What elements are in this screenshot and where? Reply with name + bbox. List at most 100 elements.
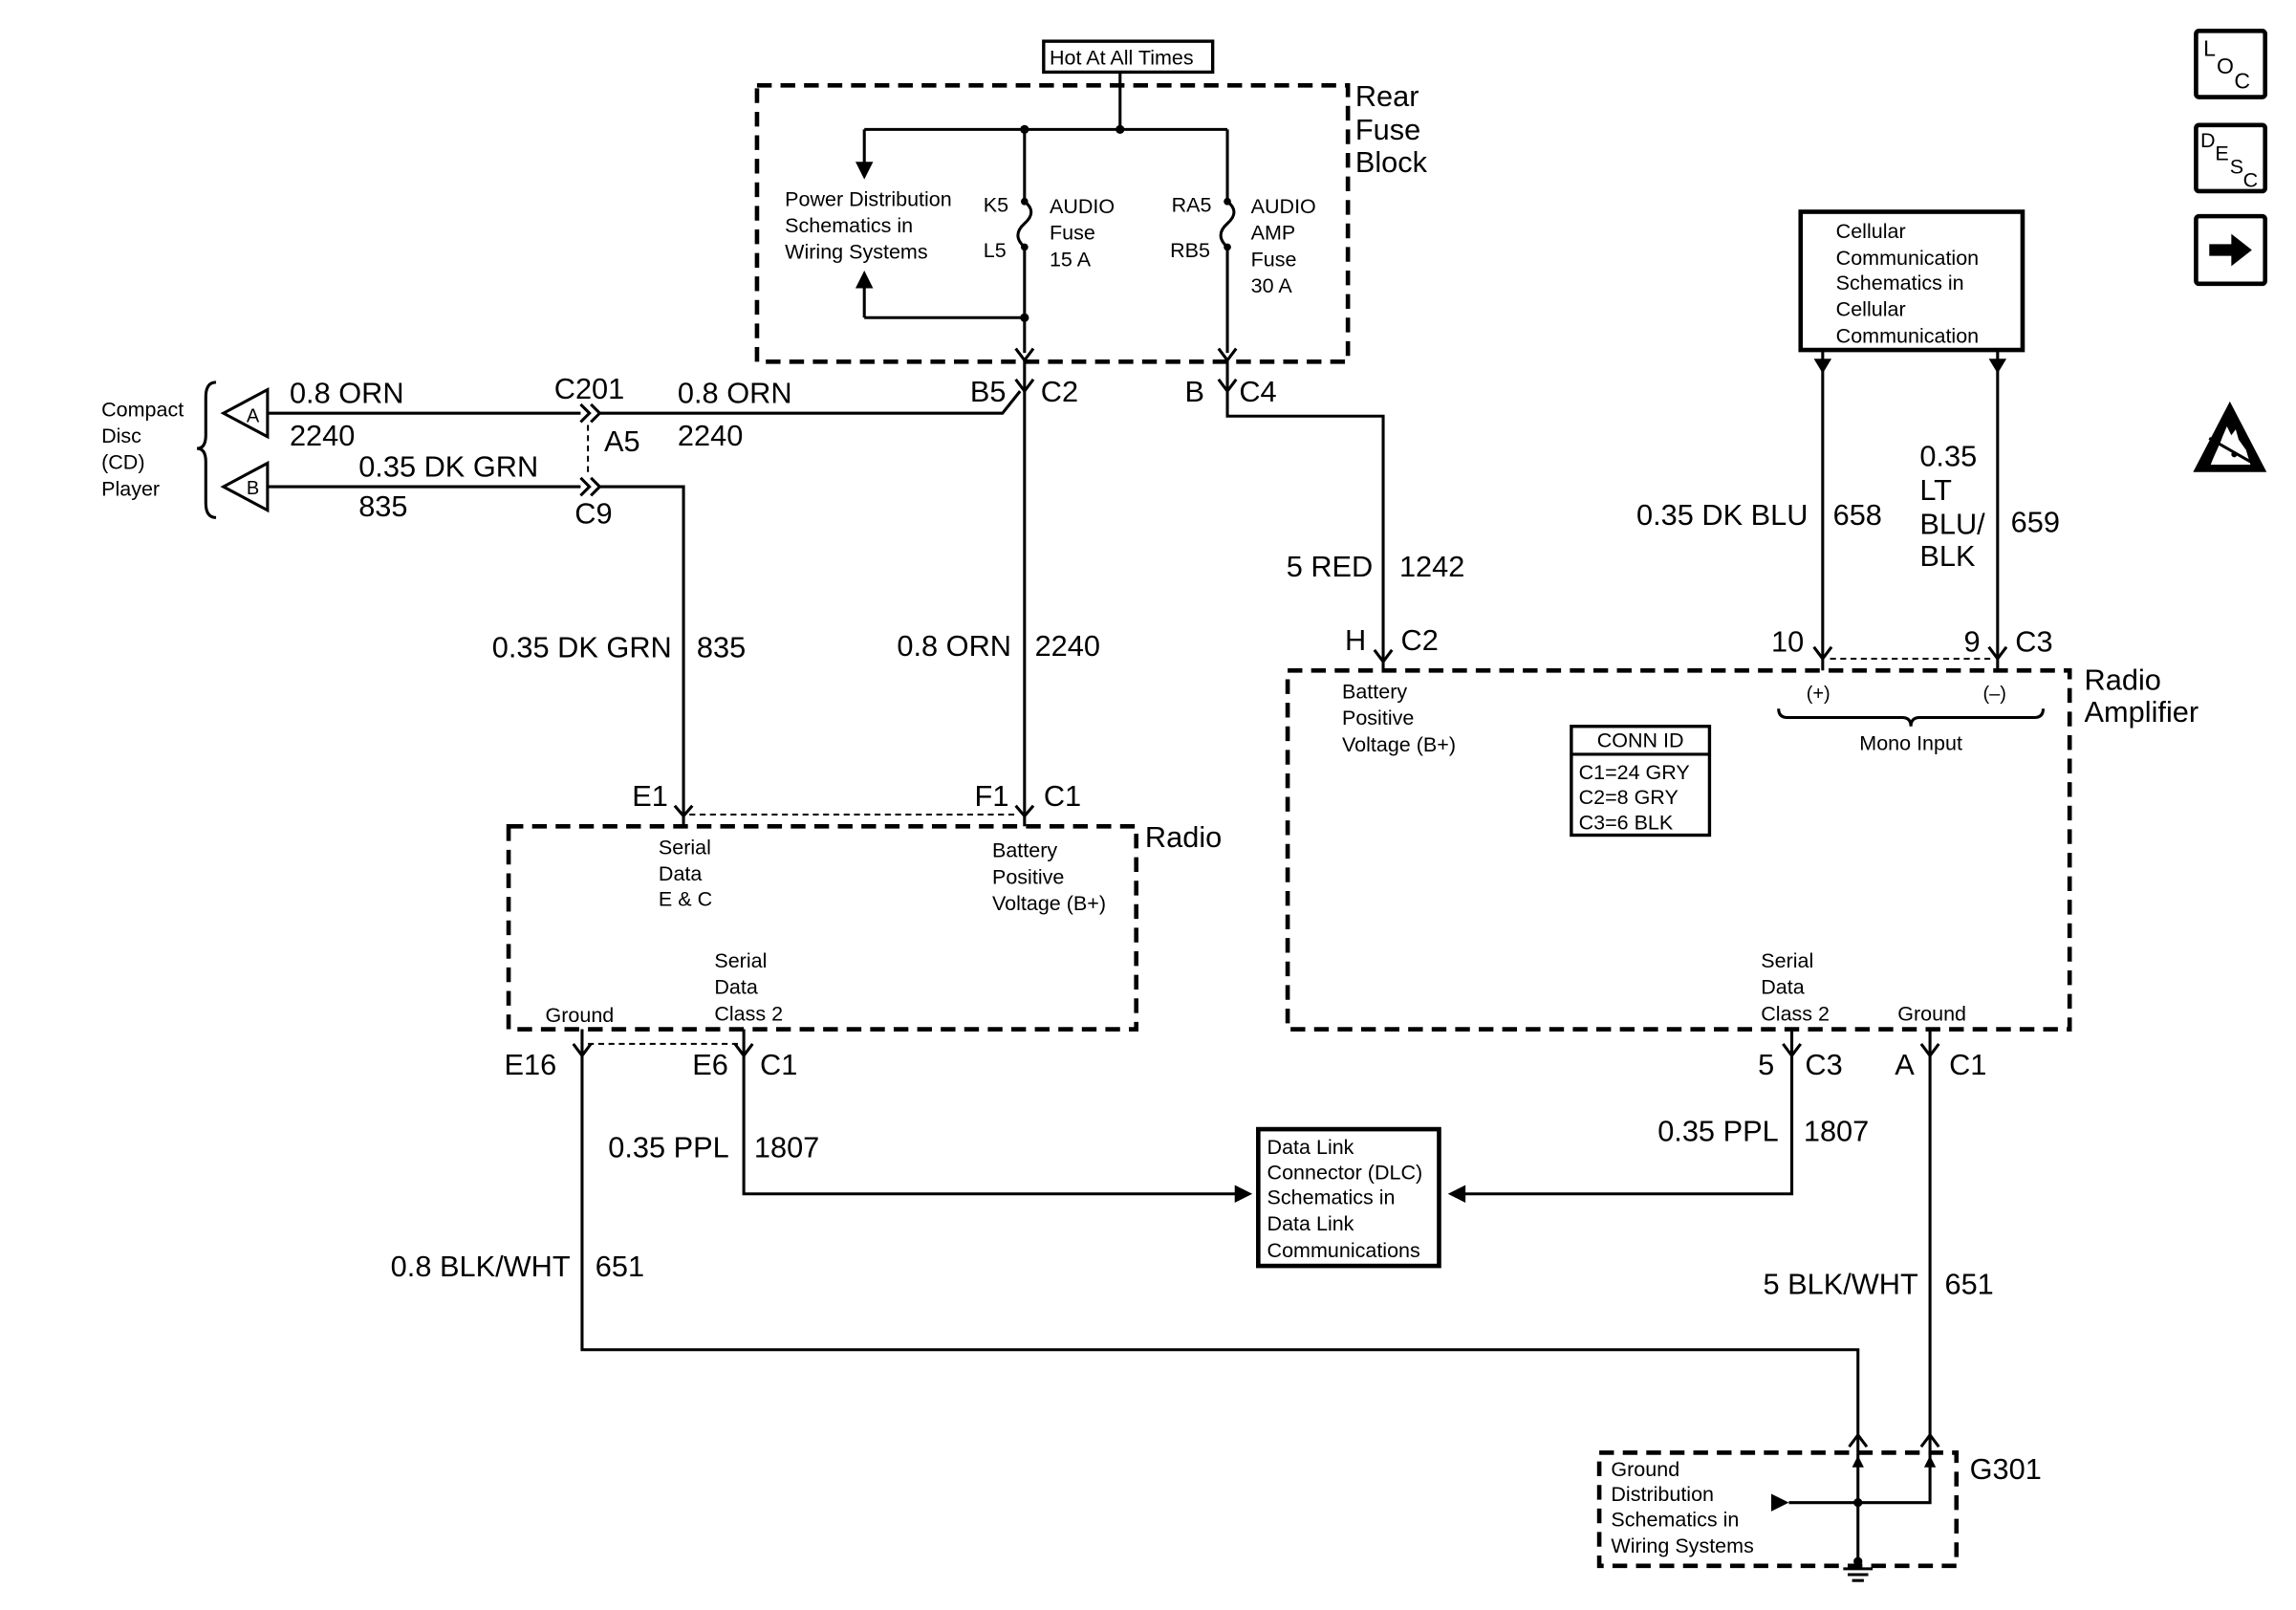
connector-c2	[1014, 359, 1035, 394]
connector-pin-label: E16	[504, 1048, 556, 1081]
circuit-number-label: 658	[1833, 498, 1882, 532]
fuse-icon	[1016, 200, 1033, 249]
wire-1807-radio	[733, 1029, 1253, 1203]
right-arrow-icon	[2209, 233, 2252, 267]
amp-fuse-label: AUDIO	[1251, 195, 1316, 218]
loc-letter: L	[2203, 36, 2216, 61]
arrow-down-icon	[855, 162, 874, 180]
arrow-left-icon	[1447, 1185, 1466, 1203]
cd-player-label: Compact	[101, 398, 184, 421]
wire-659-cellular	[1987, 350, 2008, 671]
circuit-number-label: 1807	[1804, 1114, 1869, 1147]
desc-button[interactable]: D E S C	[2194, 122, 2268, 194]
wire-spec-label: 0.35 PPL	[608, 1130, 729, 1164]
connector-name-label: C3	[2015, 624, 2052, 658]
audio-amp-fuse	[1217, 129, 1238, 363]
cellular-reference-box[interactable]	[1798, 209, 2025, 353]
amplifier-battery-label: Positive	[1342, 707, 1414, 729]
radio-serial-class2-label: Class 2	[714, 1002, 783, 1025]
fuse-pin-label: RA5	[1172, 194, 1212, 217]
fuse-block-title: Fuse	[1355, 113, 1420, 146]
esd-warning-icon	[2193, 401, 2267, 472]
desc-letter: S	[2230, 156, 2243, 179]
conn-id-title: CONN ID	[1597, 729, 1684, 751]
connector-pin-label: B5	[970, 375, 1007, 408]
cd-pin-a-label: A	[247, 405, 260, 426]
dlc-reference-box[interactable]	[1256, 1126, 1441, 1269]
next-page-button[interactable]	[2194, 213, 2268, 287]
fuse-pin-label: K5	[984, 194, 1008, 217]
conn-id-row: C3=6 BLK	[1579, 811, 1674, 834]
circuit-number-label: 659	[2011, 506, 2060, 539]
desc-letter: C	[2243, 168, 2259, 191]
radio-ground-label: Ground	[546, 1004, 615, 1027]
radio-serial-class2-label: Serial	[714, 949, 767, 972]
circuit-number-label: 835	[358, 490, 407, 523]
connector-name-label: C4	[1239, 375, 1276, 408]
connector-name-label: C3	[1805, 1048, 1842, 1081]
cd-player-label: (CD)	[101, 451, 144, 474]
radio-amplifier	[1285, 667, 2072, 1032]
data-link-connector-reference[interactable]: Data Link Connector (DLC) Schematics in …	[1256, 1126, 1441, 1269]
connector-pin-label: E6	[692, 1048, 728, 1081]
negative-input-label: (–)	[1983, 684, 2006, 705]
wire-835-to-radio	[599, 485, 694, 827]
loc-icon[interactable]	[2194, 29, 2268, 99]
connector-pin-label: F1	[975, 779, 1009, 813]
connector-pin-label: E1	[632, 779, 668, 813]
circuit-number-label: 1807	[754, 1130, 819, 1164]
wire-spec-label: 5 RED	[1287, 550, 1374, 583]
loc-button[interactable]: L O C	[2194, 29, 2268, 99]
dlc-reference-label: Communications	[1267, 1239, 1420, 1262]
cd-player: Compact Disc (CD) Player A B	[101, 381, 270, 519]
circuit-number-label: 651	[596, 1250, 644, 1283]
desc-icon[interactable]	[2194, 122, 2268, 194]
connector-name-label: C2	[1400, 623, 1438, 657]
wire-spec-label: 0.35 PPL	[1657, 1114, 1779, 1147]
wire-2240-to-radio	[1014, 391, 1035, 827]
cd-player-label: Disc	[101, 424, 141, 447]
circuit-number-label: 835	[697, 630, 746, 664]
fuse-block-outline	[754, 82, 1351, 364]
audio-fuse-label: 15 A	[1050, 248, 1092, 271]
cellular-reference-label: Schematics in	[1836, 272, 1964, 294]
connector-pin-label: 5	[1758, 1048, 1774, 1081]
connector-c4	[1217, 359, 1238, 394]
radio-battery-label: Battery	[992, 839, 1057, 862]
radio-outline	[506, 823, 1139, 1032]
connector-name-label: C1	[760, 1048, 797, 1081]
radio-amplifier-title: Amplifier	[2085, 695, 2199, 729]
radio-serial-ec-label: Serial	[659, 837, 711, 859]
audio-fuse	[1014, 129, 1035, 363]
fuse-block-title: Block	[1355, 145, 1428, 179]
cellular-reference-label: Cellular	[1836, 298, 1906, 321]
dlc-reference-label: Connector (DLC)	[1267, 1161, 1423, 1184]
amp-fuse-label: Fuse	[1251, 248, 1297, 271]
dlc-reference-label: Data Link	[1267, 1136, 1354, 1159]
wire-spec-label: 0.8 BLK/WHT	[391, 1250, 571, 1283]
amplifier-ground-label: Ground	[1897, 1002, 1966, 1025]
radio-serial-ec-label: Data	[659, 862, 702, 885]
connector-pin-label: A5	[604, 424, 640, 458]
amp-fuse-label: 30 A	[1251, 274, 1293, 297]
connector-name-label: C2	[1041, 375, 1078, 408]
wire-1242-to-amplifier	[1225, 391, 1394, 671]
hot-at-all-times-box	[1042, 39, 1215, 75]
cellular-communication-reference[interactable]: Cellular Communication Schematics in Cel…	[1798, 209, 2025, 353]
power-distribution-reference: Power Distribution	[785, 187, 952, 210]
rear-fuse-block: Hot At All Times Rear Fuse Block Power D…	[754, 39, 1428, 408]
cellular-reference-label: Communication	[1836, 247, 1979, 270]
amplifier-serial-class2-label: Data	[1761, 976, 1804, 999]
power-distribution-reference: Schematics in	[785, 214, 913, 237]
arrow-right-icon	[1771, 1493, 1789, 1512]
arrow-right-icon	[1234, 1185, 1253, 1203]
connector-pin-label: B	[1184, 375, 1204, 408]
amplifier-serial-class2-label: Class 2	[1761, 1002, 1830, 1025]
amp-fuse-label: AMP	[1251, 222, 1296, 245]
conn-id-box	[1570, 725, 1712, 838]
brace-icon	[1777, 708, 2046, 727]
wire-1807-amplifier	[1447, 1029, 1803, 1203]
connector-pin-label: 9	[1963, 624, 1980, 658]
amplifier-serial-class2-label: Serial	[1761, 949, 1813, 972]
